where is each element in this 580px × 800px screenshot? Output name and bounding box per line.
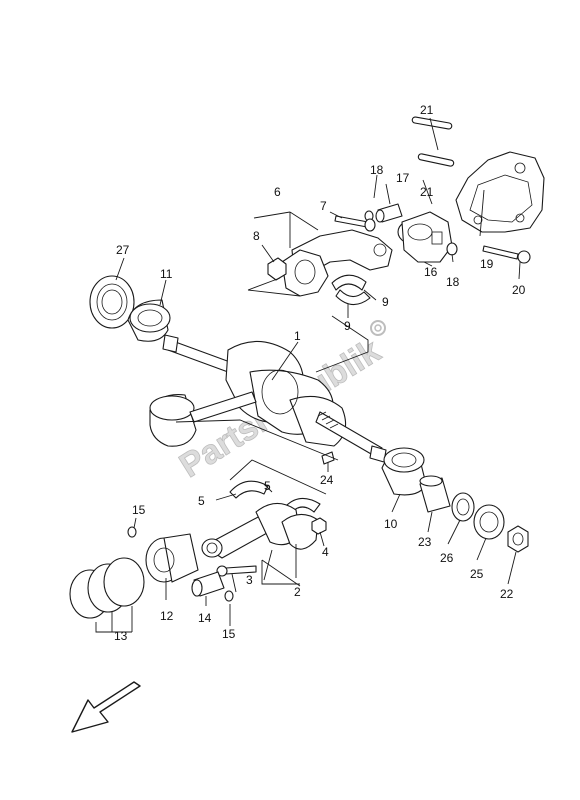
part-16-balancer-weight	[397, 211, 453, 263]
part-2-connecting-rod	[201, 502, 319, 559]
callout-7: 7	[320, 199, 327, 213]
callout-10: 10	[384, 517, 398, 531]
callout-9b: 9	[344, 319, 351, 333]
callout-11: 11	[160, 267, 173, 281]
part-15-clip-upper	[127, 526, 137, 538]
callout-13: 13	[114, 629, 128, 643]
callout-8: 8	[253, 229, 260, 243]
part-20-bolt	[482, 245, 531, 264]
callout-21b: 21	[420, 185, 434, 199]
callout-19: 19	[480, 257, 494, 271]
part-13-piston-rings	[69, 557, 145, 619]
callout-18a: 18	[370, 163, 384, 177]
part-23-collar	[419, 475, 451, 513]
callout-15b: 15	[222, 627, 236, 641]
callout-14: 14	[198, 611, 212, 625]
part-26-washer	[451, 492, 475, 522]
callout-25: 25	[470, 567, 484, 581]
part-5-bearing-upper	[229, 480, 269, 499]
part-8-nut	[267, 257, 287, 281]
callout-15a: 15	[132, 503, 146, 517]
callout-5b: 5	[264, 479, 271, 493]
callout-20: 20	[512, 283, 526, 297]
part-7-bolt	[334, 215, 376, 232]
part-25-bearing	[473, 504, 505, 540]
part-11-bearing	[127, 299, 171, 342]
callout-17: 17	[396, 171, 410, 185]
part-9-bearing-lower	[335, 289, 371, 306]
callout-26: 26	[440, 551, 454, 565]
part-21-pin-lower	[417, 153, 455, 167]
callout-9a: 9	[382, 295, 389, 309]
callout-labels: 1 2 3 4 5 5 6 7 8 9 9 10 11 12 13 14 15 …	[114, 103, 526, 643]
piston-assembly-background	[149, 391, 257, 447]
part-19-housing	[455, 151, 545, 233]
leader-lines	[95, 117, 521, 633]
callout-22: 22	[500, 587, 514, 601]
callout-6: 6	[274, 185, 281, 199]
callout-27: 27	[116, 243, 130, 257]
callout-4: 4	[322, 545, 329, 559]
part-27-oil-seal	[89, 275, 135, 329]
front-direction-arrow-icon	[71, 681, 141, 733]
part-14-piston-pin	[191, 571, 225, 597]
part-12-piston	[145, 533, 199, 583]
part-22-nut	[507, 525, 529, 553]
part-17-sleeve	[375, 203, 403, 223]
part-21-pin-upper	[411, 116, 453, 130]
callout-1: 1	[294, 329, 301, 343]
part-4-nut	[311, 517, 327, 535]
part-1-crankshaft	[162, 334, 387, 463]
callout-23: 23	[418, 535, 432, 549]
callout-16: 16	[424, 265, 438, 279]
part-6-lever	[281, 229, 393, 297]
part-9-bearing-upper	[331, 274, 367, 291]
part-18-washer-lower	[446, 242, 458, 256]
callout-21a: 21	[420, 103, 434, 117]
callout-5a: 5	[198, 494, 205, 508]
callout-12: 12	[160, 609, 174, 623]
part-10-bearing	[381, 447, 427, 496]
callout-3: 3	[246, 573, 253, 587]
callout-2: 2	[294, 585, 301, 599]
part-3-bolt	[216, 565, 257, 577]
callout-18b: 18	[446, 275, 460, 289]
part-15-clip-lower	[224, 590, 234, 602]
gear-watermark-icon	[370, 320, 386, 336]
callout-24: 24	[320, 473, 334, 487]
